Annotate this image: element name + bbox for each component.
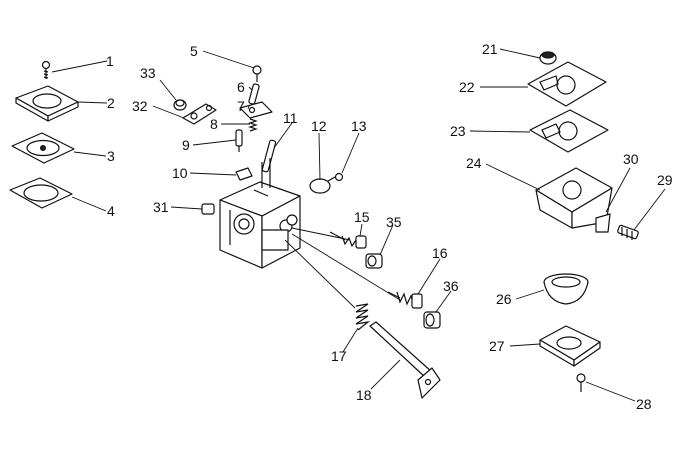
callout-2: 2 [107,95,115,111]
part-21-cap [539,51,557,65]
part-8-spring [248,118,258,132]
part-6-pin [248,83,260,105]
callout-8: 8 [210,116,218,132]
part-27-holder [539,325,601,367]
assembly-axis-16 [291,233,401,301]
callout-24: 24 [466,155,482,171]
part-18-rod [369,321,441,399]
assembly-axis-17 [284,239,356,309]
part-1-screw [41,60,51,79]
part-17-spring [355,303,371,331]
callout-12: 12 [311,118,327,134]
part-4-gasket [9,177,73,209]
part-2-cover [15,85,79,122]
callout-29: 29 [657,172,673,188]
callout-3: 3 [107,148,115,164]
part-23-gasket [529,109,609,153]
callout-11: 11 [283,110,298,126]
part-16-needle [387,291,423,309]
callout-15: 15 [354,209,370,225]
part-7-lever [239,101,273,119]
callout-22: 22 [459,79,475,95]
part-35-cap [365,253,383,269]
callout-31: 31 [153,199,169,215]
part-24-pump-body [535,167,613,233]
callout-10: 10 [172,165,188,181]
part-3-diaphragm [11,132,75,164]
part-10-plate [235,167,253,181]
part-15-needle [329,231,367,249]
part-5-screw [252,65,262,82]
part-31-plug [201,203,215,215]
callout-23: 23 [450,123,466,139]
callout-labels: 1 2 3 4 5 6 7 8 9 10 11 12 13 15 16 17 1… [106,41,673,412]
part-32-lever [182,103,217,125]
callout-7: 7 [237,98,245,114]
part-26-primer-bulb [543,273,589,305]
callout-18: 18 [356,387,372,403]
callout-1: 1 [106,53,114,69]
callout-35: 35 [386,214,402,230]
callout-32: 32 [132,98,148,114]
callout-27: 27 [489,338,505,354]
callout-26: 26 [496,291,512,307]
callout-13: 13 [351,118,367,134]
part-36-cap [423,311,441,329]
callout-30: 30 [623,151,639,167]
leader-lines [51,48,666,402]
carburetor-body [219,158,301,269]
callout-21: 21 [482,41,498,57]
callout-17: 17 [331,348,347,364]
part-11-pin [261,139,277,173]
part-12-disc [309,178,331,194]
callout-4: 4 [107,203,115,219]
part-22-plate [527,61,607,107]
part-33-nut [173,99,187,111]
callout-5: 5 [190,43,198,59]
part-13-screw [327,172,344,182]
callout-9: 9 [182,137,190,153]
part-28-screw [576,373,586,392]
callout-33: 33 [140,65,156,81]
part-9-needle [235,129,243,152]
callout-16: 16 [432,245,448,261]
callout-6: 6 [237,79,245,95]
callout-36: 36 [443,278,459,294]
part-29-screw [617,224,639,240]
callout-28: 28 [636,396,652,412]
